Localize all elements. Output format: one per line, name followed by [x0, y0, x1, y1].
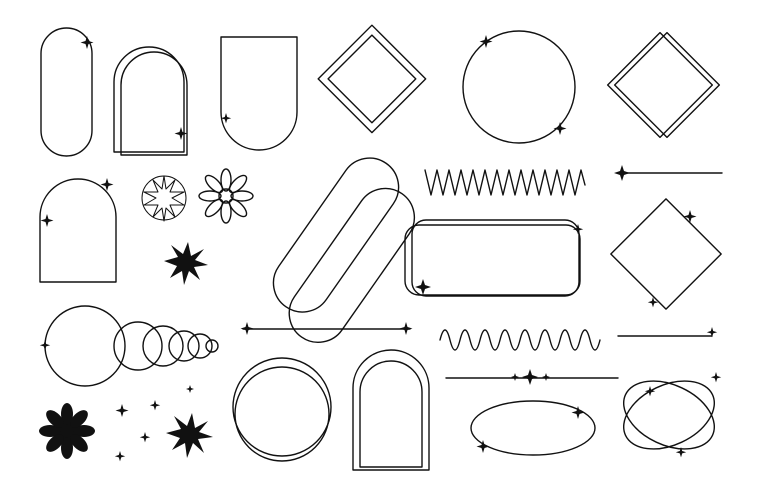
arch-frame — [39, 178, 117, 283]
flower-filled-icon — [39, 403, 95, 459]
starburst-outline-icon — [143, 175, 185, 222]
circle-frame — [462, 30, 576, 144]
half-round-frame — [220, 36, 298, 151]
double-circle-frame — [232, 357, 332, 462]
zigzag-line — [424, 169, 586, 196]
starburst-filled-icon — [164, 242, 213, 458]
pill-frame — [40, 27, 93, 157]
circles-sequence — [44, 305, 219, 387]
sunburst-outline-icon — [141, 175, 187, 221]
overlapping-capsules — [272, 157, 416, 343]
sparkle-icons — [39, 35, 722, 462]
double-diamond-frame — [317, 24, 427, 134]
oval-frame — [470, 400, 596, 456]
orbit-ellipses — [622, 380, 716, 450]
flower-outline-icon — [198, 168, 254, 224]
double-arch-frame — [113, 46, 188, 156]
wavy-line — [439, 329, 601, 351]
double-arch-frame-bottom — [352, 349, 430, 471]
diamond-frame — [610, 198, 722, 310]
offset-diamond-frame — [606, 31, 721, 139]
double-rounded-rectangle-frame — [404, 219, 581, 297]
